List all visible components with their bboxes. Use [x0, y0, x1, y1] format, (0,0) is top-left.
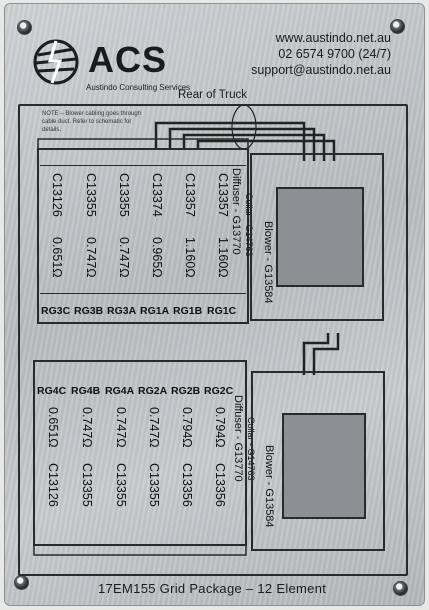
- top-tag-4: RG1A: [140, 305, 170, 317]
- bottom-blower-frame: [251, 371, 385, 551]
- website: www.austindo.net.au: [275, 31, 391, 45]
- bottom-code-4: C13355: [147, 463, 161, 507]
- bottom-blower-label: Blower - G13584: [263, 445, 275, 528]
- top-code-1: C13126: [50, 173, 64, 217]
- cable-runs: [33, 104, 340, 556]
- phone: 02 6574 9700 (24/7): [278, 47, 391, 61]
- top-res-1: 0.651Ω: [50, 237, 64, 278]
- top-res-6: 1.160Ω: [216, 237, 230, 278]
- screw-top-right: [390, 19, 405, 34]
- bottom-code-3: C13355: [114, 463, 128, 507]
- top-code-4: C13374: [150, 173, 164, 217]
- top-blower-label: Blower - G13584: [262, 221, 274, 304]
- bottom-tag-3: RG4A: [105, 385, 135, 397]
- email: support@austindo.net.au: [251, 63, 391, 77]
- bottom-diffuser-label: Diffuser - G13770: [232, 395, 244, 482]
- top-res-4: 0.965Ω: [150, 237, 164, 278]
- bottom-tag-5: RG2B: [171, 385, 201, 397]
- top-code-5: C13357: [183, 173, 197, 217]
- bottom-res-1: 0.651Ω: [46, 407, 60, 448]
- bottom-code-6: C13356: [213, 463, 227, 507]
- acs-logo-icon: [33, 39, 79, 85]
- bottom-res-2: 0.747Ω: [80, 407, 94, 448]
- top-res-2: 0.747Ω: [84, 237, 98, 278]
- top-blower-housing: [276, 187, 364, 287]
- bottom-blower-housing: [282, 413, 366, 519]
- bottom-res-4: 0.747Ω: [147, 407, 161, 448]
- bottom-res-5: 0.794Ω: [180, 407, 194, 448]
- top-tag-5: RG1B: [173, 305, 203, 317]
- bottom-res-3: 0.747Ω: [114, 407, 128, 448]
- bottom-code-2: C13355: [80, 463, 94, 507]
- top-res-5: 1.160Ω: [183, 237, 197, 278]
- screw-top-left: [17, 20, 32, 35]
- grid-package-title: 17EM155 Grid Package – 12 Element: [98, 581, 327, 596]
- company-name: Austindo Consulting Services: [86, 83, 191, 92]
- position-note: Rear of Truck: [178, 89, 248, 101]
- bottom-code-5: C13356: [180, 463, 194, 507]
- top-tag-1: RG3C: [41, 305, 71, 317]
- top-code-6: C13357: [216, 173, 230, 217]
- bottom-tag-4: RG2A: [138, 385, 168, 397]
- top-tag-2: RG3B: [74, 305, 104, 317]
- bottom-code-1: C13126: [46, 463, 60, 507]
- top-code-3: C13355: [117, 173, 131, 217]
- bottom-tag-2: RG4B: [71, 385, 101, 397]
- screw-bottom-right: [393, 581, 408, 596]
- top-tag-3: RG3A: [107, 305, 137, 317]
- cable-note: NOTE – Blower cabling goes through cable…: [42, 111, 142, 133]
- nameplate: ACS Austindo Consulting Services www.aus…: [4, 3, 425, 606]
- bottom-tag-6: RG2C: [204, 385, 234, 397]
- top-blower-frame: [250, 153, 384, 321]
- plate-border: [18, 104, 408, 576]
- top-diffuser-label: Diffuser - G13770: [230, 168, 242, 255]
- top-code-2: C13355: [84, 173, 98, 217]
- bottom-tag-1: RG4C: [37, 385, 67, 397]
- logo-text: ACS: [88, 39, 168, 80]
- top-tag-6: RG1C: [207, 305, 237, 317]
- top-collar-label: Collar - G14763: [244, 193, 254, 257]
- bottom-res-6: 0.794Ω: [213, 407, 227, 448]
- top-res-3: 0.747Ω: [117, 237, 131, 278]
